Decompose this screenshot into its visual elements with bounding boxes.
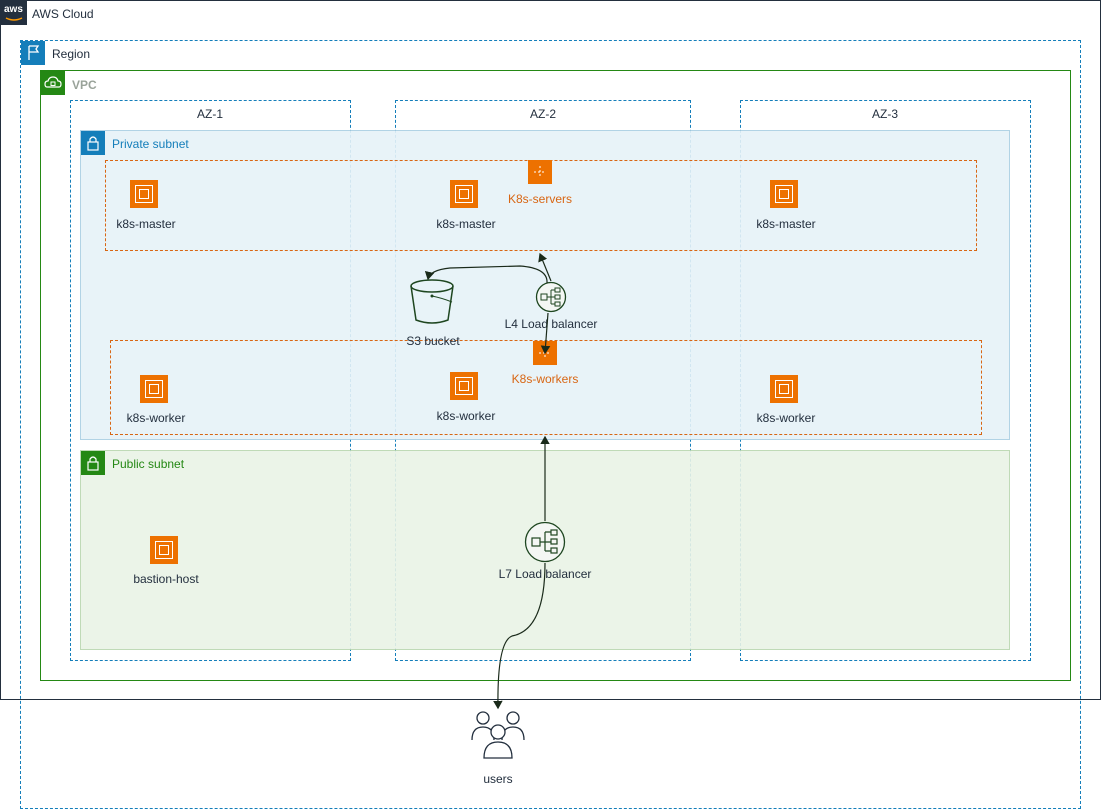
vpc-group xyxy=(40,70,1071,681)
vpc-cloud-icon xyxy=(41,71,65,95)
region-group xyxy=(20,40,1081,809)
ec2-instance-icon xyxy=(150,536,178,564)
ec2-instance-icon xyxy=(450,180,478,208)
private-subnet-label: Private subnet xyxy=(112,137,189,151)
k8s-master-1-label: k8s-master xyxy=(116,217,176,231)
k8s-workers-label: K8s-workers xyxy=(511,372,579,386)
l7-to-users-connector xyxy=(493,562,546,710)
ec2-instance-icon xyxy=(450,372,478,400)
aws-cloud-label: AWS Cloud xyxy=(32,7,94,21)
l4-to-servers-connector xyxy=(538,252,552,282)
k8s-worker-2-label: k8s-worker xyxy=(436,409,496,423)
users-icon xyxy=(471,711,525,759)
s3-bucket-label: S3 bucket xyxy=(406,334,460,348)
bastion-host-label: bastion-host xyxy=(133,572,199,586)
k8s-master-3-label: k8s-master xyxy=(756,217,816,231)
users-label: users xyxy=(483,772,513,786)
l4-load-balancer-label: L4 Load balancer xyxy=(504,317,598,331)
k8s-worker-1-label: k8s-worker xyxy=(126,411,186,425)
public-subnet-label: Public subnet xyxy=(112,457,185,471)
ec2-instance-icon xyxy=(770,375,798,403)
l4-load-balancer-icon xyxy=(535,281,567,313)
k8s-master-2-label: k8s-master xyxy=(436,217,496,231)
private-subnet-lock-icon xyxy=(81,131,105,155)
l4-to-s3-connector xyxy=(424,265,548,284)
az-3-label: AZ-3 xyxy=(871,107,899,121)
public-subnet-lock-icon xyxy=(81,451,105,475)
flag-icon xyxy=(21,41,45,65)
ec2-instance-icon xyxy=(770,180,798,208)
l4-to-workers-connector xyxy=(540,312,551,355)
l7-load-balancer-icon xyxy=(524,521,566,563)
az-1-label: AZ-1 xyxy=(196,107,224,121)
az-2-label: AZ-2 xyxy=(529,107,557,121)
region-label: Region xyxy=(52,47,91,61)
aws-logo-icon: aws xyxy=(1,1,27,25)
vpc-label: VPC xyxy=(72,78,97,92)
ec2-instance-icon xyxy=(140,375,168,403)
ec2-instance-icon xyxy=(130,180,158,208)
auto-scaling-icon xyxy=(528,160,552,184)
k8s-servers-label: K8s-servers xyxy=(507,192,573,206)
k8s-worker-3-label: k8s-worker xyxy=(756,411,816,425)
